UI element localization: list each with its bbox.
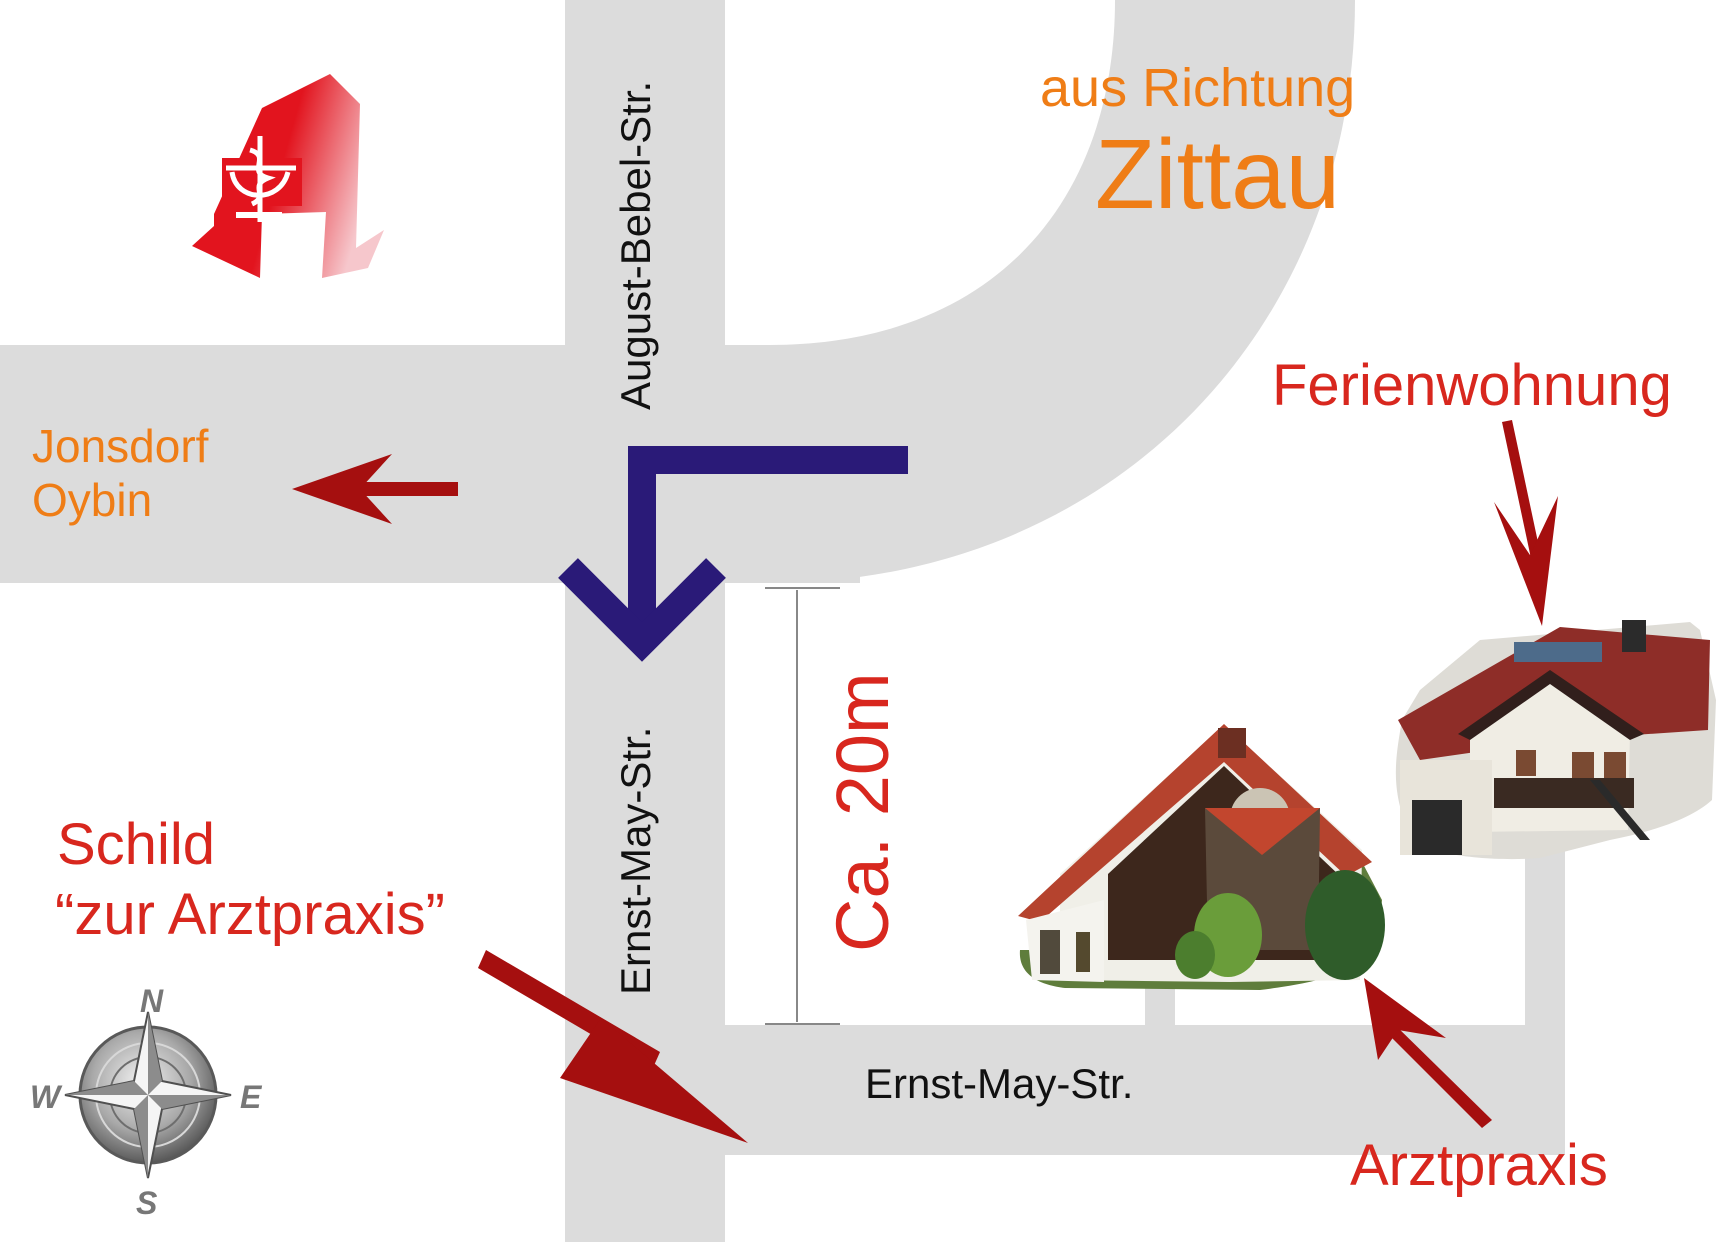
holiday-house-photo — [1395, 620, 1716, 860]
sign-label-line1: Schild — [57, 812, 215, 877]
arrow-to-doctor — [1364, 978, 1492, 1128]
holiday-flat-label: Ferienwohnung — [1272, 353, 1672, 418]
west-town-oybin: Oybin — [32, 474, 152, 526]
compass-south: S — [136, 1185, 158, 1221]
distance-marker — [765, 587, 840, 1025]
compass-west: W — [30, 1079, 63, 1115]
road-network — [0, 0, 1565, 1242]
road-driveway-right — [1525, 840, 1565, 1035]
street-label-ernst-may-vertical: Ernst-May-Str. — [612, 727, 659, 995]
doctor-label: Arztpraxis — [1350, 1133, 1608, 1198]
road-curve-zittau — [720, 0, 1355, 583]
street-label-august-bebel: August-Bebel-Str. — [612, 81, 659, 410]
compass-north: N — [140, 983, 164, 1019]
arrow-to-holiday-flat — [1494, 420, 1558, 626]
street-label-ernst-may-horizontal: Ernst-May-Str. — [865, 1060, 1133, 1107]
arrow-to-jonsdorf — [292, 454, 458, 524]
doctor-house-photo — [1018, 724, 1385, 990]
compass-east: E — [240, 1079, 263, 1115]
compass-rose-icon — [64, 1011, 232, 1179]
route-arrow — [558, 446, 908, 662]
west-town-jonsdorf: Jonsdorf — [32, 420, 209, 472]
pharmacy-a-icon — [192, 74, 384, 278]
origin-city-label: Zittau — [1095, 119, 1340, 229]
distance-label: Ca. 20m — [821, 672, 904, 952]
sign-label-line2: “zur Arztpraxis” — [55, 882, 445, 947]
origin-prefix-label: aus Richtung — [1040, 58, 1355, 118]
arrow-to-sign — [478, 950, 748, 1143]
